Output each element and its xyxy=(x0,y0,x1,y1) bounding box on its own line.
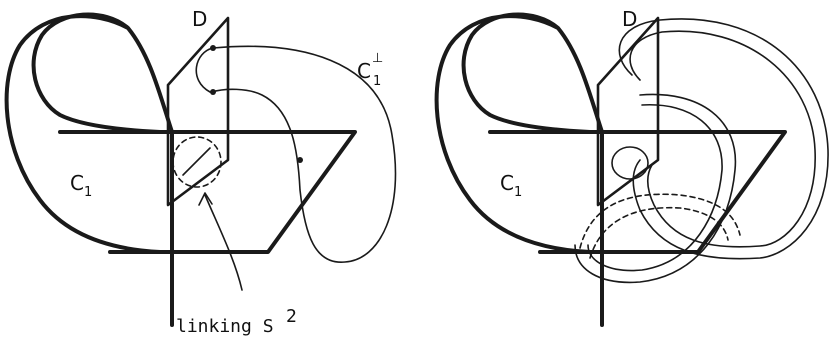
left-annotation-text: linking S xyxy=(176,316,274,337)
left-label-C1: C xyxy=(70,171,84,195)
left-label-C1-sub: 1 xyxy=(84,185,92,200)
left-label-D: D xyxy=(192,7,207,31)
left-dot-top xyxy=(210,45,216,51)
left-annotation-sup: 2 xyxy=(286,306,297,327)
left-label-C1perp: C xyxy=(357,59,371,83)
right-horizontal-plane xyxy=(490,132,785,252)
left-sphere-equator xyxy=(183,148,210,175)
right-label-D: D xyxy=(622,7,637,31)
left-dot-curve xyxy=(297,157,303,163)
right-panel: D C 1 xyxy=(437,7,828,325)
left-panel: D C 1 C 1 ⊥ linking S 2 xyxy=(7,7,396,337)
left-label-C1perp-sub: 1 xyxy=(373,74,381,89)
left-dot-mid xyxy=(210,89,216,95)
right-label-C1: C xyxy=(500,171,514,195)
right-sphere xyxy=(612,147,648,179)
left-label-C1perp-sup: ⊥ xyxy=(372,51,383,66)
left-arrowhead xyxy=(199,193,212,205)
right-label-C1-sub: 1 xyxy=(514,185,522,200)
right-disk-D xyxy=(598,18,658,205)
left-disk-D xyxy=(168,18,228,205)
left-annotation-arrow xyxy=(205,195,242,290)
